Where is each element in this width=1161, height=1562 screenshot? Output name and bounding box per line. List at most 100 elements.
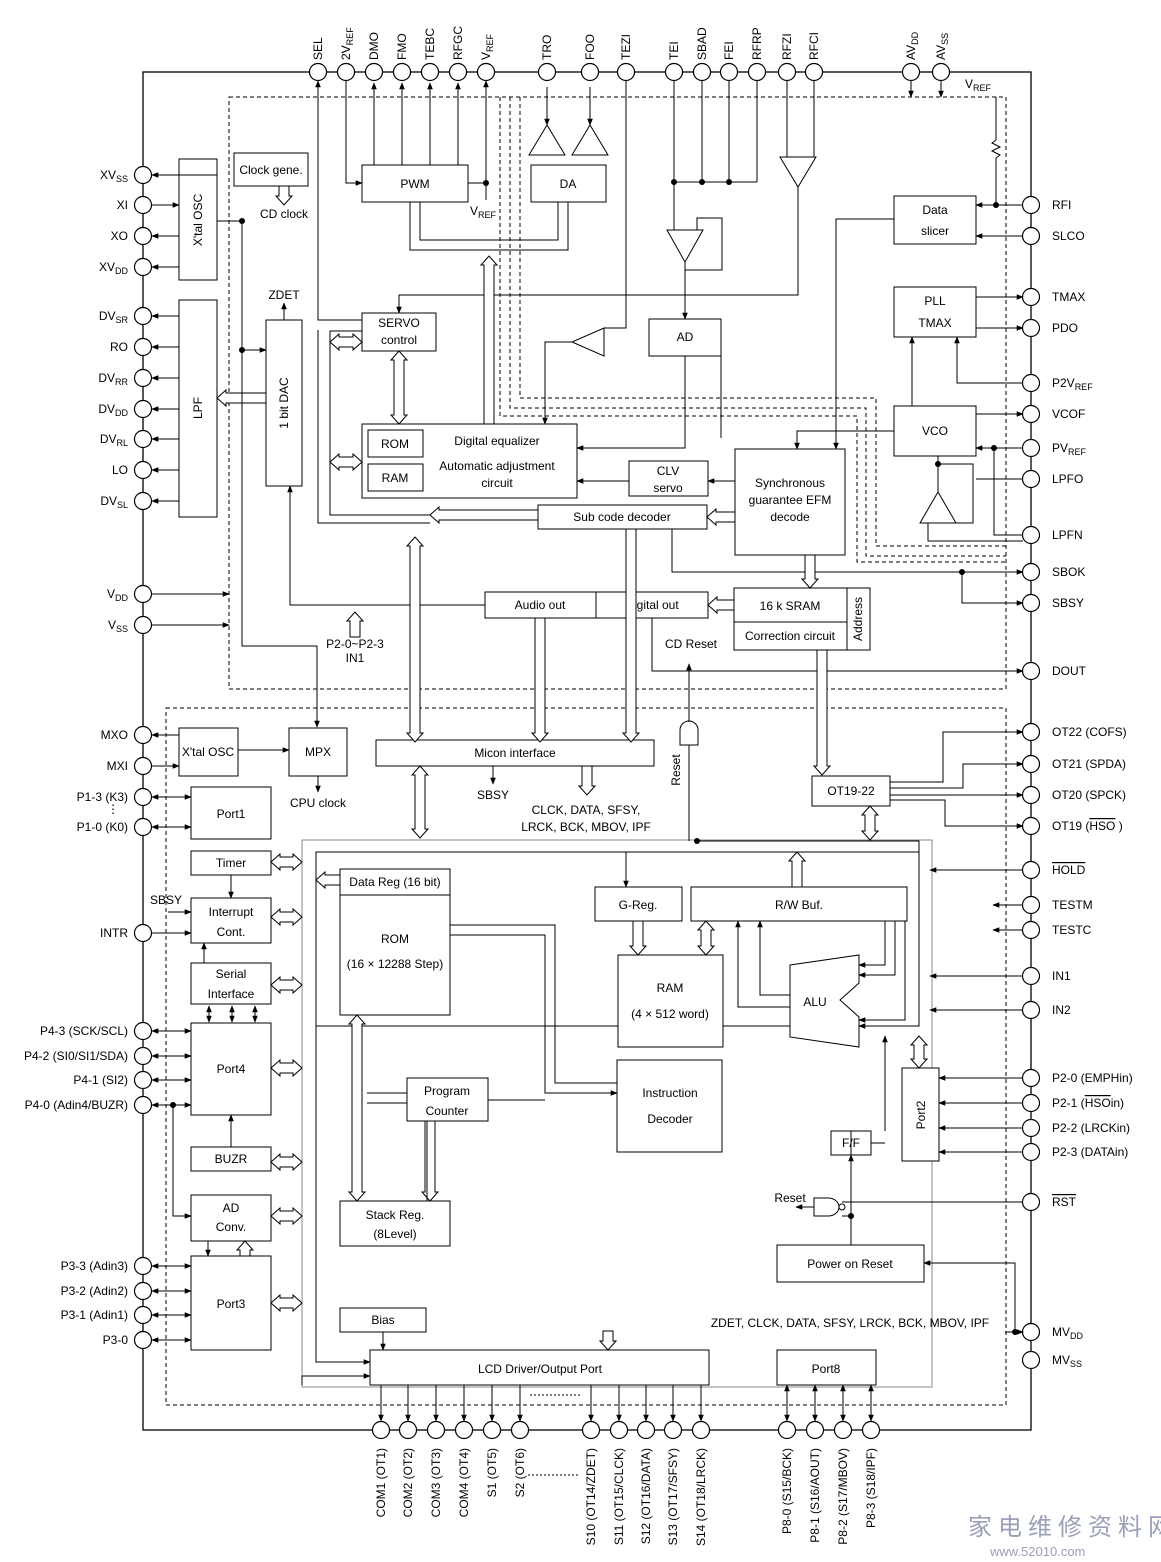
pin-ot21[interactable] (1021, 754, 1041, 774)
pin-p31[interactable] (133, 1305, 153, 1325)
pin-bottom-9[interactable] (663, 1420, 683, 1440)
pin-bottom-12[interactable] (805, 1420, 825, 1440)
pin-mxi[interactable] (133, 756, 153, 776)
pin-bottom-10[interactable] (691, 1420, 711, 1440)
pin-testm[interactable] (1021, 895, 1041, 915)
pin-in2[interactable] (1021, 1000, 1041, 1020)
pin-intr[interactable] (133, 923, 153, 943)
pin-p10[interactable] (133, 817, 153, 837)
pin-p2vref[interactable] (1021, 373, 1041, 393)
label: DA (560, 177, 577, 191)
pin-mvss[interactable] (1021, 1350, 1041, 1370)
pin-bottom-1[interactable] (398, 1420, 418, 1440)
pin-xi[interactable] (133, 195, 153, 215)
ot-bus (860, 805, 880, 841)
pin-dvrr[interactable] (133, 368, 153, 388)
pin-vcof[interactable] (1021, 404, 1041, 424)
pin-dvsr[interactable] (133, 306, 153, 326)
pin-ot22[interactable] (1021, 722, 1041, 742)
pin-top-5[interactable] (448, 62, 468, 82)
pin-xvdd[interactable] (133, 257, 153, 277)
pin-lo[interactable] (133, 460, 153, 480)
pin-bottom-8[interactable] (636, 1420, 656, 1440)
pin-bottom-6[interactable] (581, 1420, 601, 1440)
subcode-down (621, 528, 641, 743)
pin-top-9[interactable] (616, 62, 636, 82)
wire (315, 80, 362, 321)
pin-p40[interactable] (133, 1095, 153, 1115)
pin-pvref[interactable] (1021, 438, 1041, 458)
wire (172, 1105, 192, 1219)
pin-top-13[interactable] (747, 62, 767, 82)
pin-p41[interactable] (133, 1070, 153, 1090)
pin-p42[interactable] (133, 1046, 153, 1066)
pin-top-3[interactable] (392, 62, 412, 82)
pin-bottom-14[interactable] (861, 1420, 881, 1440)
pin-p30[interactable] (133, 1330, 153, 1350)
pin-ot19[interactable] (1021, 816, 1041, 836)
pin-p22[interactable] (1021, 1118, 1041, 1138)
pin-dvrl[interactable] (133, 429, 153, 449)
pin-top-10[interactable] (664, 62, 684, 82)
pin-top-4[interactable] (420, 62, 440, 82)
pin-sbsy[interactable] (1021, 593, 1041, 613)
pin-slco[interactable] (1021, 226, 1041, 246)
pin-dvsl[interactable] (133, 491, 153, 511)
label: Port4 (217, 1062, 246, 1076)
pin-vdd[interactable] (133, 584, 153, 604)
pin-bottom-5[interactable] (510, 1420, 530, 1440)
pin-top-0[interactable] (308, 62, 328, 82)
pin-bottom-2[interactable] (426, 1420, 446, 1440)
pin-bottom-3[interactable] (454, 1420, 474, 1440)
pin-p33[interactable] (133, 1256, 153, 1276)
pin-bottom-7[interactable] (609, 1420, 629, 1440)
pin-top-8[interactable] (580, 62, 600, 82)
pin-lpfo[interactable] (1021, 469, 1041, 489)
pin-lpfn[interactable] (1021, 525, 1041, 545)
pin-label-p41: P4-1 (SI2) (73, 1073, 128, 1087)
pin-top-12[interactable] (719, 62, 739, 82)
pin-top-11[interactable] (692, 62, 712, 82)
pin-p21[interactable] (1021, 1093, 1041, 1113)
wire (858, 921, 906, 1023)
pin-tmax[interactable] (1021, 287, 1041, 307)
pin-hold[interactable] (1021, 860, 1041, 880)
pin-top-15[interactable] (804, 62, 824, 82)
pin-bottom-11[interactable] (777, 1420, 797, 1440)
pin-top-6[interactable] (476, 62, 496, 82)
pin-mxo[interactable] (133, 725, 153, 745)
pin-in1[interactable] (1021, 966, 1041, 986)
pin-top-14[interactable] (777, 62, 797, 82)
pin-top-2[interactable] (364, 62, 384, 82)
pin-vss[interactable] (133, 615, 153, 635)
pin-mvdd[interactable] (1021, 1322, 1041, 1342)
pin-top-17[interactable] (931, 62, 951, 82)
label: ROM (381, 437, 409, 451)
label: servo (653, 481, 683, 495)
pin-pdo[interactable] (1021, 318, 1041, 338)
pin-p20[interactable] (1021, 1068, 1041, 1088)
pin-sbok[interactable] (1021, 562, 1041, 582)
pin-bottom-4[interactable] (482, 1420, 502, 1440)
pin-xvss[interactable] (133, 165, 153, 185)
pin-rfi[interactable] (1021, 195, 1041, 215)
opamp-lpf (919, 491, 957, 524)
pin-bottom-13[interactable] (833, 1420, 853, 1440)
pin-p43[interactable] (133, 1021, 153, 1041)
pin-bottom-0[interactable] (371, 1420, 391, 1440)
pin-dvdd[interactable] (133, 399, 153, 419)
pin-xo[interactable] (133, 226, 153, 246)
pin-top-16[interactable] (901, 62, 921, 82)
pin-top-7[interactable] (537, 62, 557, 82)
pin-label-in2: IN2 (1052, 1003, 1071, 1017)
pin-ro[interactable] (133, 337, 153, 357)
pin-rst[interactable] (1021, 1192, 1041, 1212)
pin-p32[interactable] (133, 1281, 153, 1301)
pin-ot20[interactable] (1021, 785, 1041, 805)
pin-dout[interactable] (1021, 661, 1041, 681)
pin-top-1[interactable] (336, 62, 356, 82)
pin-testc[interactable] (1021, 920, 1041, 940)
pin-p23[interactable] (1021, 1142, 1041, 1162)
pin-p13[interactable] (133, 787, 153, 807)
